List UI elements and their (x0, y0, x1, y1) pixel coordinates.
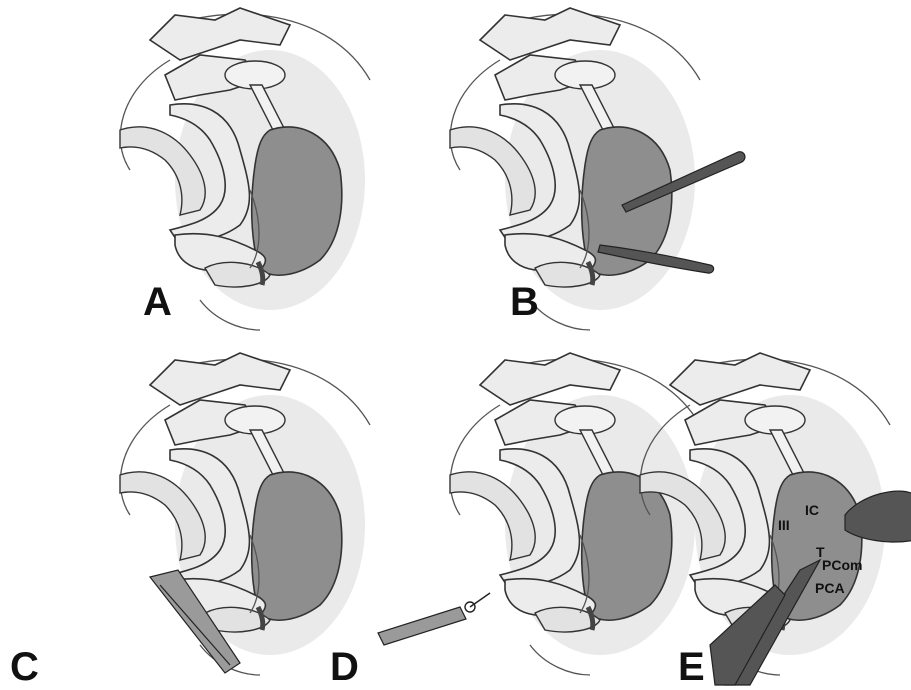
panel-letter-d: D (330, 645, 359, 689)
anatomy-drawing (450, 353, 700, 675)
label-pca: PCA (815, 580, 845, 596)
panel-letter-e: E (678, 645, 705, 689)
panel-c: C (10, 353, 370, 689)
label-pcom: PCom (822, 557, 862, 573)
panel-letter-a: A (143, 280, 172, 324)
clip-applier-tool (378, 607, 466, 645)
anatomy-drawing (450, 8, 700, 330)
label-iii: III (778, 517, 790, 533)
panel-letter-c: C (10, 645, 39, 689)
panel-d: D (330, 353, 700, 689)
panel-b: B (450, 8, 745, 330)
panel-a: A (120, 8, 370, 330)
panel-letter-b: B (510, 280, 539, 324)
label-ic: IC (805, 502, 819, 518)
anatomy-drawing (120, 353, 370, 675)
